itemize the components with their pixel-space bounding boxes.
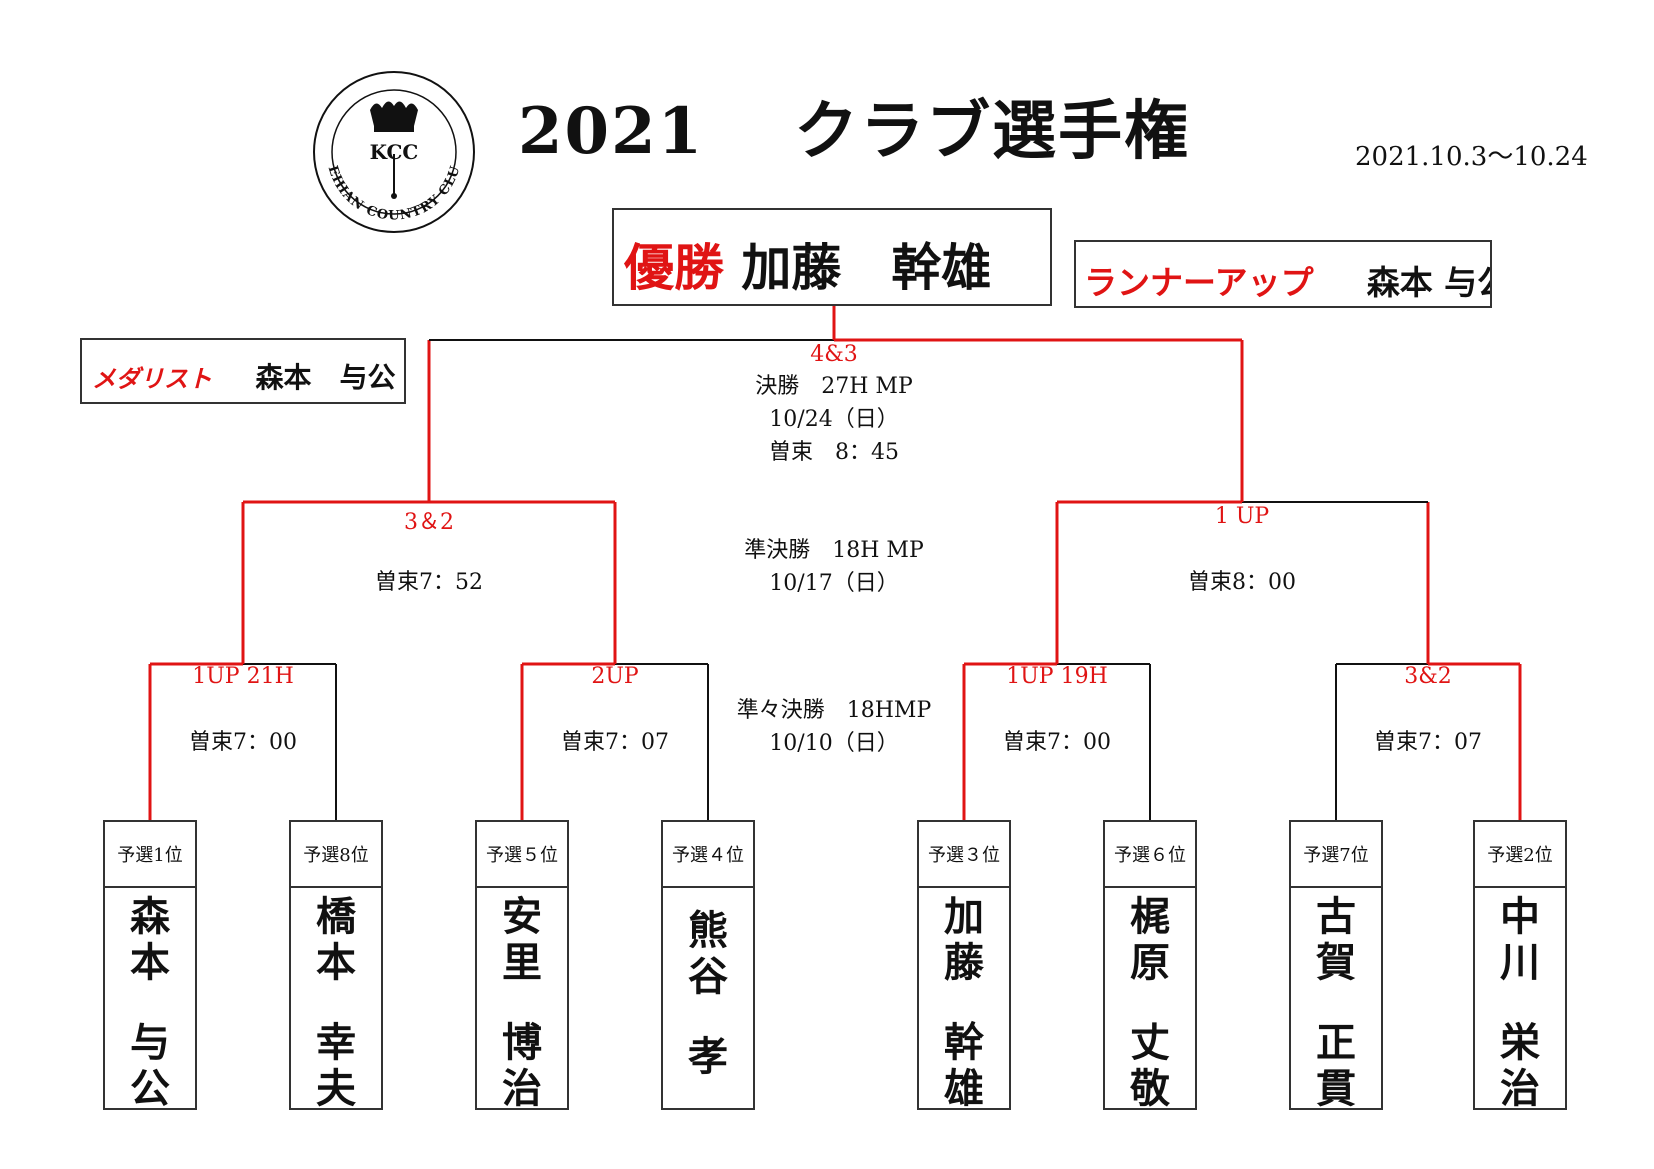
qf3-tee: 曽束7：00 — [1003, 730, 1111, 755]
medalist-box: メダリスト 森本 与公 — [80, 338, 406, 404]
sf-round: 準決勝 18H MP — [744, 538, 924, 563]
champion-box: 優勝 加藤 幹雄 — [612, 208, 1052, 306]
champion-name: 加藤 幹雄 — [741, 238, 992, 297]
qf4-tee: 曽束7：07 — [1374, 730, 1482, 755]
player-rank: 予選５位 — [477, 822, 567, 888]
player-name: 安里博治 — [502, 893, 542, 1112]
player-rank: 予選４位 — [663, 822, 753, 888]
qf1-tee: 曽束7：00 — [189, 730, 297, 755]
title-text: クラブ選手権 — [794, 94, 1191, 169]
sf-info: 準決勝 18H MP 10/17（日） — [744, 534, 924, 600]
sf-right-result: 1 UP — [1214, 504, 1270, 529]
player-rank: 予選2位 — [1475, 822, 1565, 888]
player-card: 予選６位 梶原丈敬 — [1103, 820, 1197, 1112]
qf3-result: 1UP 19H — [1006, 664, 1108, 689]
club-logo-icon: KEIHAN COUNTRY CLUB — [310, 68, 475, 233]
runner-up-name: 森本 与公 — [1366, 263, 1490, 302]
player-rank: 予選３位 — [919, 822, 1009, 888]
title-year: 2021 — [518, 94, 705, 169]
player-name: 梶原丈敬 — [1130, 893, 1170, 1112]
player-name: 古賀正貫 — [1316, 893, 1356, 1112]
event-dates: 2021.10.3～10.24 — [1355, 142, 1588, 172]
sf-left-tee: 曽束7：52 — [375, 570, 483, 595]
qf4-result: 3&2 — [1404, 664, 1452, 689]
player-card: 予選7位 古賀正貫 — [1289, 820, 1383, 1112]
final-tee: 曽束 8：45 — [768, 440, 899, 465]
player-card: 予選３位 加藤幹雄 — [917, 820, 1011, 1112]
player-card: 予選1位 森本与公 — [103, 820, 197, 1112]
final-date: 10/24（日） — [769, 407, 899, 432]
player-name: 橋本幸夫 — [316, 893, 356, 1112]
sf-right-tee: 曽束8：00 — [1188, 570, 1296, 595]
player-rank: 予選６位 — [1105, 822, 1195, 888]
qf-date: 10/10（日） — [769, 731, 899, 756]
final-result: 4&3 — [810, 342, 858, 367]
player-rank: 予選7位 — [1291, 822, 1381, 888]
player-name: 森本与公 — [130, 893, 170, 1112]
qf1-result: 1UP 21H — [192, 664, 294, 689]
logo-text: KCC — [369, 140, 419, 164]
player-rank: 予選8位 — [291, 822, 381, 888]
sf-left-result: 3＆2 — [404, 510, 454, 535]
qf2-tee: 曽束7：07 — [561, 730, 669, 755]
runner-up-label: ランナーアップ — [1084, 263, 1314, 302]
champion-label: 優勝 — [624, 238, 724, 297]
player-name: 加藤幹雄 — [944, 893, 984, 1112]
medalist-name: 森本 与公 — [255, 361, 396, 394]
final-round: 決勝 27H MP — [755, 374, 913, 399]
player-card: 予選４位 熊谷孝 — [661, 820, 755, 1110]
final-info: 決勝 27H MP 10/24（日） 曽束 8：45 — [755, 370, 913, 469]
player-card: 予選8位 橋本幸夫 — [289, 820, 383, 1112]
player-card: 予選2位 中川栄治 — [1473, 820, 1567, 1112]
player-name: 中川栄治 — [1500, 893, 1540, 1112]
player-rank: 予選1位 — [105, 822, 195, 888]
sf-date: 10/17（日） — [769, 571, 899, 596]
qf-info: 準々決勝 18HMP 10/10（日） — [737, 694, 932, 760]
qf-round: 準々決勝 18HMP — [736, 698, 932, 723]
player-name: 熊谷孝 — [688, 907, 728, 1080]
medalist-label: メダリスト — [92, 364, 212, 393]
qf2-result: 2UP — [591, 664, 639, 689]
player-card: 予選５位 安里博治 — [475, 820, 569, 1112]
runner-up-box: ランナーアップ 森本 与公 — [1074, 240, 1492, 308]
